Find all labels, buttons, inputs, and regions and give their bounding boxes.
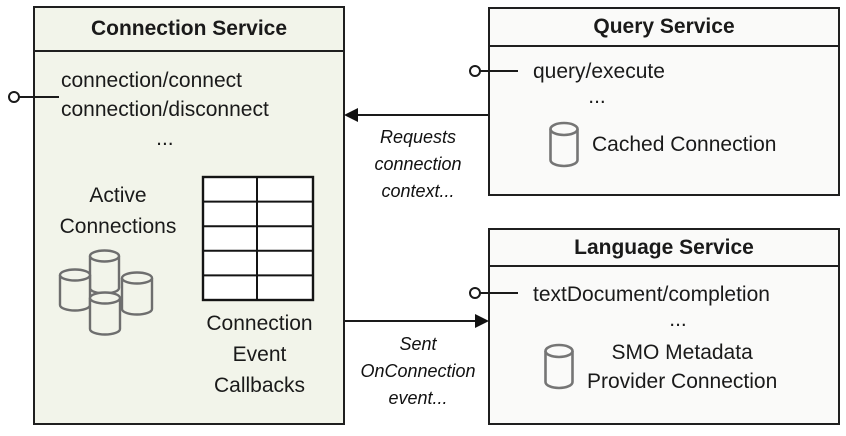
database-icon (544, 343, 574, 390)
database-cluster-icon (58, 249, 154, 336)
endpoint-disconnect: connection/disconnect (61, 98, 269, 121)
connection-service-box: Connection Service connection/connect co… (33, 6, 345, 425)
label-line: context... (381, 181, 455, 201)
endpoints-ellipsis: ... (156, 127, 174, 150)
connection-service-interface-stem (19, 96, 59, 98)
arrowhead-right-icon (475, 314, 489, 328)
endpoints-ellipsis: ... (588, 85, 606, 108)
arrow-connection-to-language-line (345, 320, 476, 322)
label-line: Requests (379, 127, 457, 147)
label-line: Event (232, 343, 287, 366)
language-service-box: Language Service textDocument/completion… (488, 228, 840, 425)
arrowhead-left-icon (344, 108, 358, 122)
query-service-interface-stem (480, 70, 518, 72)
label-line: OnConnection (360, 361, 476, 381)
callbacks-table-icon (201, 175, 315, 302)
smo-metadata-connection-row: SMO Metadata Provider Connection (543, 338, 777, 396)
endpoint-query-execute: query/execute (533, 60, 665, 83)
arrow-query-to-connection-line (357, 114, 488, 116)
endpoints-ellipsis: ... (669, 308, 687, 331)
label-line: SMO Metadata (611, 341, 753, 364)
active-connections-label: Active Connections (43, 180, 193, 242)
database-icon (549, 121, 579, 168)
smo-metadata-connection-label: SMO Metadata Provider Connection (587, 338, 777, 396)
language-service-title: Language Service (490, 230, 838, 267)
label-line: event... (388, 388, 448, 408)
label-line: Provider Connection (587, 370, 778, 393)
connection-event-callbacks-label: Connection Event Callbacks (177, 308, 342, 401)
query-service-box: Query Service query/execute ... Cached C… (488, 7, 840, 196)
endpoint-textdocument-completion: textDocument/completion (533, 283, 770, 306)
query-service-title: Query Service (490, 9, 838, 47)
arrow-query-to-connection-label: Requests connection context... (349, 124, 487, 205)
endpoint-connect: connection/connect (61, 69, 242, 92)
label-line: Active (89, 184, 147, 207)
label-line: Callbacks (213, 374, 306, 397)
label-line: connection (374, 154, 462, 174)
connection-service-endpoints: connection/connect connection/disconnect… (61, 66, 269, 153)
label-line: Sent (399, 334, 437, 354)
cached-connection-label: Cached Connection (592, 133, 777, 156)
connection-service-title: Connection Service (35, 8, 343, 52)
arrow-connection-to-language-label: Sent OnConnection event... (347, 331, 489, 412)
label-line: Connection (206, 312, 313, 335)
language-service-interface-stem (480, 292, 518, 294)
label-line: Connections (59, 215, 177, 238)
cached-connection-row: Cached Connection (548, 121, 776, 169)
